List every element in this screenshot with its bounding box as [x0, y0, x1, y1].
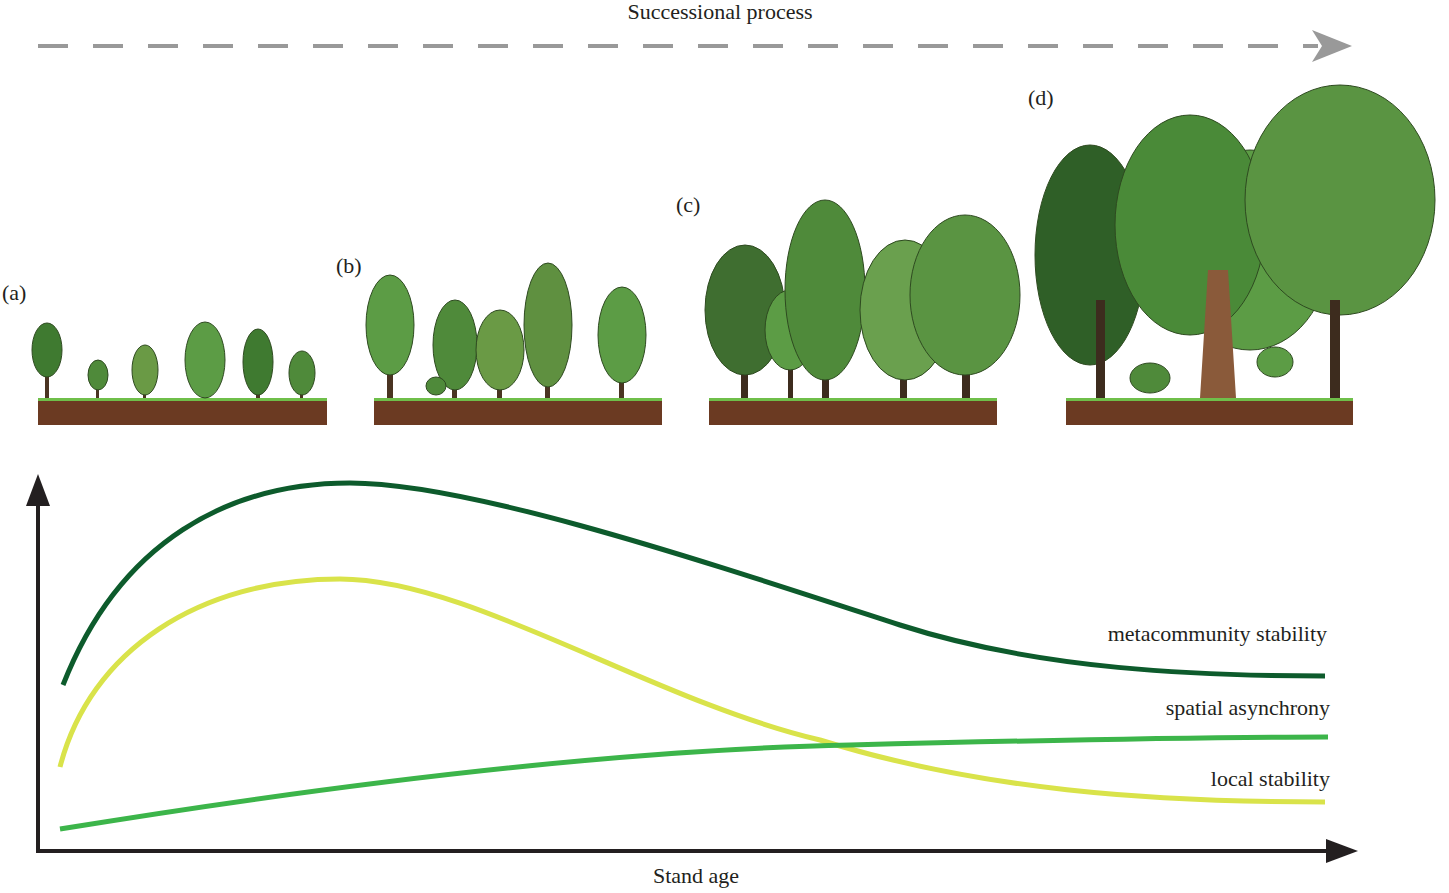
panel-label: (c)	[676, 193, 700, 217]
metacommunity-curve	[63, 483, 1325, 685]
mature-trees	[705, 200, 1020, 398]
old-growth-trees	[1035, 85, 1435, 398]
panel-label: (a)	[2, 281, 26, 305]
chart-axes	[26, 474, 1358, 863]
panel-label: (d)	[1028, 86, 1054, 110]
heading-label: Successional process	[627, 0, 812, 24]
local-stability-curve	[60, 579, 1325, 802]
ground-strips	[38, 398, 1353, 425]
asynchrony-curve	[60, 737, 1328, 829]
axis-label: Stand age	[653, 864, 739, 888]
young-trees	[32, 322, 315, 398]
pole-trees	[366, 263, 646, 398]
succession-arrow	[38, 30, 1352, 62]
curve-label: spatial asynchrony	[1166, 696, 1330, 720]
curve-label: metacommunity stability	[1108, 622, 1327, 646]
panel-label: (b)	[336, 254, 362, 278]
curve-label: local stability	[1211, 767, 1330, 791]
